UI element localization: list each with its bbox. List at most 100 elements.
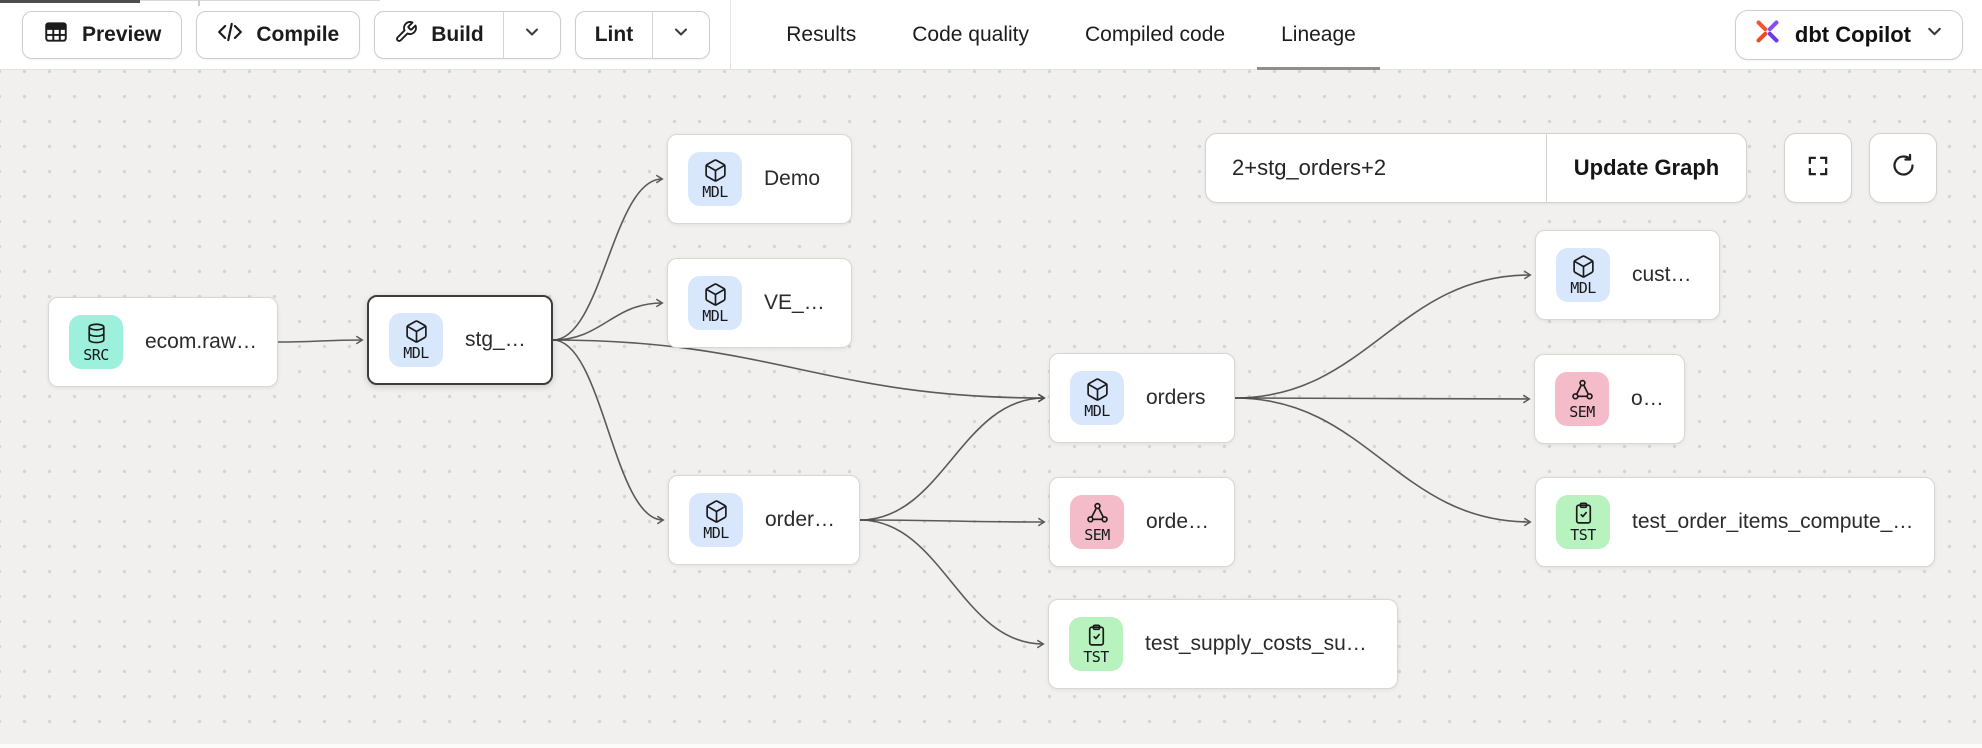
preview-button[interactable]: Preview (22, 10, 183, 59)
node-type-label: MDL (403, 343, 429, 362)
cube-icon (704, 499, 729, 524)
tab-row-edge (140, 0, 380, 1)
node-label: test_order_items_compute_to_bools_c... (1632, 510, 1916, 533)
compile-label: Compile (256, 22, 340, 46)
node-label: stg_orders (465, 328, 533, 351)
node-type-label: TST (1570, 525, 1596, 544)
lineage-node-order_item_sem[interactable]: SEM order_item (1049, 477, 1235, 567)
edge-orders_mdl-to-customers (1234, 270, 1532, 399)
node-label: orders (1146, 386, 1206, 409)
fullscreen-icon (1805, 153, 1831, 184)
node-type-label: SEM (1569, 402, 1595, 421)
tab-code-quality[interactable]: Code quality (912, 22, 1029, 46)
lineage-node-orders_sem[interactable]: SEM orders (1534, 354, 1685, 444)
lineage-node-customers[interactable]: MDL customers (1535, 230, 1720, 320)
lint-dropdown-button[interactable] (652, 11, 709, 58)
lint-label: Lint (594, 22, 634, 46)
test-icon (1571, 501, 1596, 526)
node-label: test_supply_costs_sum_correctly (1145, 632, 1379, 655)
node-label: ecom.raw_orders (145, 330, 259, 353)
node-type-badge: SRC (69, 315, 123, 369)
lineage-node-ve_demo[interactable]: MDL VE_Demo (667, 258, 852, 348)
node-type-badge: TST (1069, 617, 1123, 671)
lineage-canvas[interactable]: Update Graph SRCecom.raw_ordersMDLstg_or… (0, 70, 1982, 744)
test-icon (1084, 623, 1109, 648)
node-type-label: MDL (703, 523, 729, 542)
copilot-spark-icon (1753, 17, 1782, 52)
lineage-node-stg_orders[interactable]: MDL stg_orders (367, 295, 553, 385)
fullscreen-button[interactable] (1784, 133, 1852, 203)
node-type-badge: TST (1556, 495, 1610, 549)
edge-stg_orders-to-orders_mdl (552, 339, 1046, 403)
refresh-icon (1890, 152, 1917, 184)
edge-orders_mdl-to-orders_sem (1234, 394, 1531, 404)
chevron-down-icon (522, 22, 542, 47)
node-type-label: MDL (702, 306, 728, 325)
cube-icon (404, 319, 429, 344)
lineage-node-order_items[interactable]: MDL order_items (668, 475, 860, 565)
lineage-selector-input[interactable] (1206, 134, 1546, 202)
dbt-copilot-button[interactable]: dbt Copilot (1734, 9, 1963, 60)
cube-icon (703, 158, 728, 183)
build-split-button: Build (374, 10, 561, 59)
tab-compiled-code[interactable]: Compiled code (1085, 22, 1226, 46)
chevron-down-icon (671, 22, 691, 47)
compile-button[interactable]: Compile (196, 10, 361, 59)
semantic-model-icon (1085, 501, 1110, 526)
table-icon (43, 19, 69, 51)
tab-lineage[interactable]: Lineage (1257, 0, 1380, 70)
refresh-button[interactable] (1869, 133, 1937, 203)
node-type-badge: MDL (1556, 248, 1610, 302)
semantic-model-icon (1570, 378, 1595, 403)
lineage-node-test_order_items[interactable]: TST test_order_items_compute_to_bools_c..… (1535, 477, 1935, 567)
tab-separator-tick (198, 0, 200, 6)
update-graph-button[interactable]: Update Graph (1546, 134, 1746, 202)
cube-icon (703, 282, 728, 307)
edge-orders_mdl-to-test_order_items (1234, 397, 1532, 527)
copilot-label: dbt Copilot (1794, 21, 1911, 47)
node-type-label: SRC (83, 345, 109, 364)
node-type-label: MDL (702, 182, 728, 201)
node-type-badge: MDL (688, 276, 742, 330)
build-label: Build (431, 22, 484, 46)
tab-results[interactable]: Results (786, 22, 857, 46)
node-label: customers (1632, 263, 1701, 286)
node-type-label: TST (1083, 647, 1109, 666)
preview-label: Preview (82, 22, 162, 46)
node-type-label: MDL (1084, 401, 1110, 420)
node-label: VE_Demo (764, 291, 833, 314)
chevron-down-icon (1924, 21, 1945, 48)
bottom-edge-strip (0, 744, 1982, 748)
edge-raw_orders-to-stg_orders (277, 335, 364, 345)
lint-split-button: Lint (574, 10, 711, 59)
node-label: order_items (765, 508, 841, 531)
node-type-label: SEM (1084, 525, 1110, 544)
node-type-badge: MDL (689, 493, 743, 547)
top-toolbar: Preview Compile Build Lint (0, 0, 1982, 70)
code-icon (217, 19, 243, 51)
node-type-badge: SEM (1555, 372, 1609, 426)
edge-order_items-to-test_supply (859, 519, 1045, 649)
lineage-node-test_supply[interactable]: TST test_supply_costs_sum_correctly (1048, 599, 1398, 689)
node-type-badge: MDL (389, 313, 443, 367)
result-tabs: Results Code quality Compiled code Linea… (762, 0, 1380, 70)
build-button[interactable]: Build (375, 12, 503, 58)
lint-button[interactable]: Lint (576, 12, 652, 58)
node-type-badge: SEM (1070, 495, 1124, 549)
node-type-label: MDL (1570, 278, 1596, 297)
lineage-node-raw_orders[interactable]: SRC ecom.raw_orders (48, 297, 278, 387)
database-icon (84, 321, 109, 346)
lineage-selector-group: Update Graph (1205, 133, 1747, 203)
node-label: order_item (1146, 510, 1216, 533)
edge-stg_orders-to-order_items (552, 339, 665, 525)
cube-icon (1571, 254, 1596, 279)
node-type-badge: MDL (688, 152, 742, 206)
build-dropdown-button[interactable] (502, 11, 560, 58)
cube-icon (1085, 377, 1110, 402)
lineage-node-orders_mdl[interactable]: MDL orders (1049, 353, 1235, 443)
edge-order_items-to-orders_mdl (859, 393, 1046, 521)
node-label: orders (1631, 387, 1666, 410)
active-file-tab-edge (0, 0, 140, 3)
edge-stg_orders-to-demo (552, 174, 664, 341)
